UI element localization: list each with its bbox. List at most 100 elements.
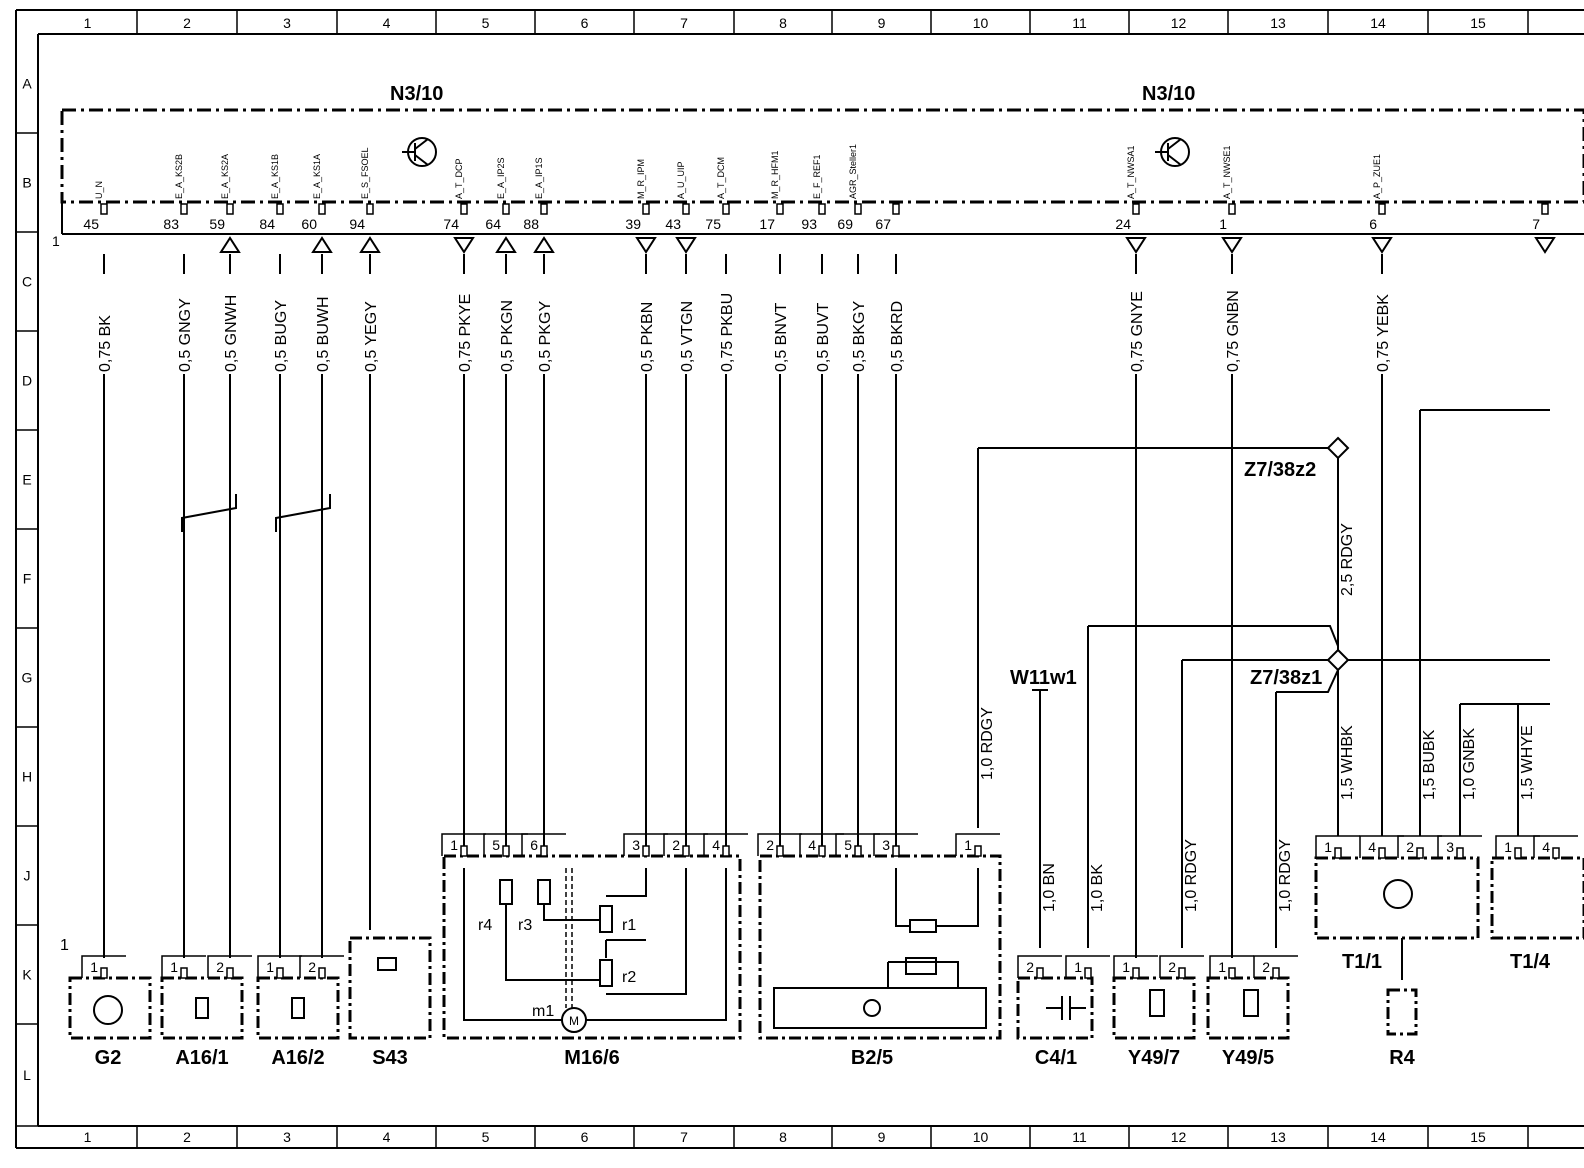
pin-bracket	[299, 955, 344, 978]
label-gap	[536, 274, 552, 374]
wire-label: 0,5 GNGY	[177, 298, 194, 372]
pin-terminal	[854, 203, 862, 215]
component-label: Y49/5	[1222, 1047, 1274, 1069]
motor-symbol: M	[569, 1014, 579, 1028]
label-r3: r3	[518, 917, 532, 934]
pin-bracket	[1397, 835, 1442, 858]
arrow-down-icon	[1221, 237, 1243, 254]
grid-row-label: C	[22, 274, 32, 290]
pin-terminal	[892, 845, 900, 857]
grid-col-top: 14	[1370, 15, 1386, 31]
pin-number: 60	[301, 216, 317, 232]
pin-number: 69	[837, 216, 853, 232]
pin-terminal	[776, 845, 784, 857]
pin-signal-name: U_N	[94, 181, 104, 199]
arrow-up-icon	[495, 236, 517, 253]
pin-number: 45	[83, 216, 99, 232]
arrow-up-icon	[359, 236, 381, 253]
wire-label-t11-gnbk: 1,0 GNBK	[1461, 728, 1478, 800]
component-pin-number: 4	[712, 837, 720, 853]
pin-terminal	[722, 845, 730, 857]
grid-row-label: H	[22, 769, 32, 785]
component-pin-number: 1	[1122, 959, 1130, 975]
label-gap	[814, 274, 830, 374]
component-pin-number: 1	[450, 837, 458, 853]
pin-terminal	[180, 203, 188, 215]
component-label: S43	[372, 1047, 408, 1069]
grid-col-top: 11	[1072, 15, 1087, 31]
wire-label: 0,75 PKYE	[457, 294, 474, 372]
label-gap	[718, 274, 734, 374]
component-pin-number: 2	[1406, 839, 1414, 855]
pin-bracket	[1209, 955, 1254, 978]
pin-number: 1	[1219, 216, 1227, 232]
pin-number: 67	[875, 216, 891, 232]
pin-bracket	[703, 833, 748, 856]
component-label: B2/5	[851, 1047, 893, 1069]
label-gap	[362, 274, 378, 374]
pin-number: 39	[625, 216, 641, 232]
component-label: A16/1	[175, 1047, 228, 1069]
wire-label-y497: 1,0 RDGY	[1183, 839, 1200, 912]
grid-row-label: D	[22, 373, 32, 389]
pin-terminal	[502, 845, 510, 857]
pin-bracket	[483, 833, 528, 856]
pin-terminal	[776, 203, 784, 215]
arrow-down-icon	[675, 237, 697, 254]
resistor-icon	[599, 905, 613, 933]
grid-row-label: A	[22, 76, 32, 92]
pin-terminal	[682, 845, 690, 857]
label-gap	[638, 274, 654, 374]
grid-col-top: 15	[1470, 15, 1486, 31]
grid-col-top: 5	[482, 15, 490, 31]
pin-bracket	[81, 955, 126, 978]
arrow-down-icon	[1125, 237, 1147, 254]
pin-terminal	[1514, 847, 1522, 859]
pin-terminal	[818, 845, 826, 857]
grid-row-label: K	[22, 967, 32, 983]
pin-terminal	[1552, 847, 1560, 859]
resistor-icon	[537, 879, 551, 905]
grid-row-label: L	[23, 1067, 31, 1083]
grid-col-bottom: 13	[1270, 1129, 1286, 1145]
transistor-icon	[1155, 137, 1190, 167]
pin-signal-name: A_T_NWSE1	[1222, 145, 1232, 199]
component-pin-number: 3	[882, 837, 890, 853]
component-pin-number: 4	[808, 837, 816, 853]
pin-bracket	[257, 955, 302, 978]
grid-col-bottom: 10	[973, 1129, 989, 1145]
wire-label-t11-whbk: 1,5 WHBK	[1339, 725, 1356, 800]
component-label: M16/6	[564, 1047, 620, 1069]
pin-terminal	[540, 203, 548, 215]
grid-col-bottom: 8	[779, 1129, 787, 1145]
pin-terminal	[502, 203, 510, 215]
wire-label: 0,5 BKRD	[889, 301, 906, 372]
pin-terminal	[226, 203, 234, 215]
m16-link	[565, 868, 573, 1008]
label-gap	[1374, 274, 1390, 374]
component-pin-number: 1	[90, 959, 98, 975]
sensor-element	[773, 987, 987, 1029]
label-gap	[772, 274, 788, 374]
component-pin-number: 4	[1542, 839, 1550, 855]
component-housing	[1016, 976, 1094, 1040]
frame	[15, 9, 1584, 1149]
wire-label-b25-rdgy: 1,0 RDGY	[979, 707, 996, 780]
component-label: Y49/7	[1128, 1047, 1180, 1069]
pin-number: 59	[209, 216, 225, 232]
pin-number: 84	[259, 216, 275, 232]
grid-row-label: B	[22, 175, 31, 191]
pin-terminal	[1228, 203, 1236, 215]
wire-label: 0,75 PKBU	[719, 293, 736, 372]
component-r4: R4	[1386, 988, 1418, 1069]
pin-number: 64	[485, 216, 501, 232]
component-pin-number: 2	[766, 837, 774, 853]
label-gap	[850, 274, 866, 374]
pin-number: 93	[801, 216, 817, 232]
pin-terminal	[1084, 967, 1092, 979]
pin-number: 94	[349, 216, 365, 232]
grid-col-bottom: 2	[183, 1129, 191, 1145]
